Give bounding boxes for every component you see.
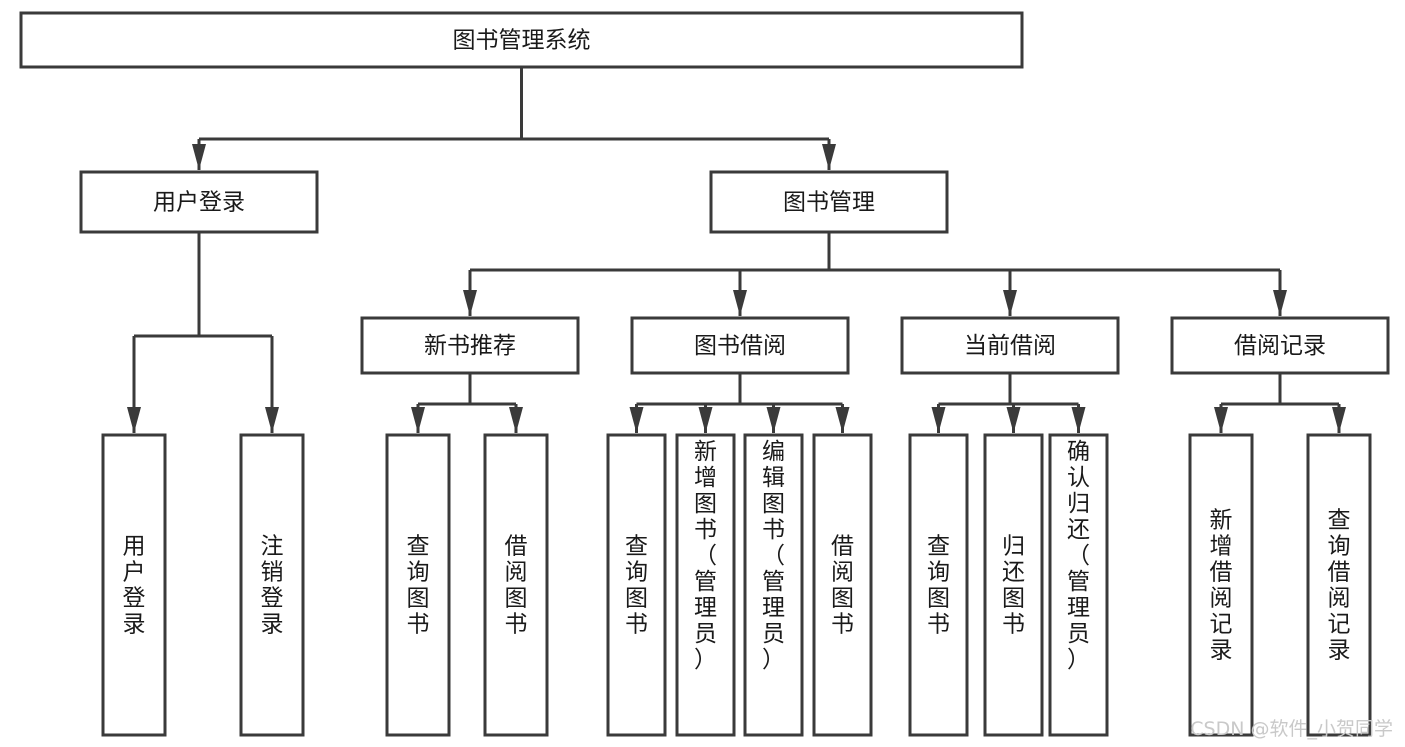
node-new-book-recommend[interactable]: 新书推荐 bbox=[360, 316, 580, 375]
node-leaf-return-books-rect[interactable] bbox=[983, 433, 1044, 737]
arrow-to-leaf-borrow-books-2 bbox=[835, 407, 850, 433]
watermark-text: CSDN @软件_小贺同学 bbox=[1190, 718, 1393, 740]
arrow-to-current-borrow bbox=[1003, 290, 1017, 316]
node-leaf-query-books-3-rect[interactable] bbox=[908, 433, 969, 737]
node-book-borrow-rect[interactable] bbox=[630, 316, 850, 375]
node-leaf-logout[interactable]: 注销登录 bbox=[239, 433, 305, 737]
node-leaf-edit-book-rect[interactable] bbox=[743, 433, 804, 737]
node-leaf-borrow-books-2-label: 借阅图书 bbox=[831, 533, 854, 637]
node-leaf-confirm-return-label: 确认归还（管理员） bbox=[1067, 439, 1090, 673]
node-book-borrow-label: 图书借阅 bbox=[694, 333, 786, 359]
arrow-to-leaf-query-books-1 bbox=[411, 407, 425, 433]
node-borrow-record[interactable]: 借阅记录 bbox=[1170, 316, 1390, 375]
node-leaf-query-books-3[interactable]: 查询图书 bbox=[908, 433, 969, 737]
node-current-borrow-rect[interactable] bbox=[900, 316, 1120, 375]
node-borrow-record-label: 借阅记录 bbox=[1234, 333, 1326, 359]
node-leaf-borrow-books-2[interactable]: 借阅图书 bbox=[812, 433, 873, 737]
node-leaf-add-book-rect[interactable] bbox=[675, 433, 736, 737]
node-leaf-query-books-1[interactable]: 查询图书 bbox=[385, 433, 451, 737]
arrow-to-leaf-add-record bbox=[1214, 407, 1228, 433]
node-leaf-query-books-1-label: 查询图书 bbox=[407, 533, 430, 637]
node-leaf-user-login[interactable]: 用户登录 bbox=[101, 433, 167, 737]
node-user-login-label: 用户登录 bbox=[153, 190, 245, 216]
node-leaf-borrow-books-1-rect[interactable] bbox=[483, 433, 549, 737]
arrow-to-borrow-record bbox=[1273, 290, 1287, 316]
node-book-management-rect[interactable] bbox=[709, 170, 949, 234]
node-new-book-recommend-rect[interactable] bbox=[360, 316, 580, 375]
arrow-to-new-book-recommend bbox=[463, 290, 477, 316]
arrow-to-leaf-query-record bbox=[1332, 407, 1346, 433]
arrow-to-leaf-add-book bbox=[698, 407, 713, 433]
node-leaf-query-books-1-rect[interactable] bbox=[385, 433, 451, 737]
node-leaf-user-login-label: 用户登录 bbox=[123, 533, 146, 637]
node-leaf-borrow-books-1[interactable]: 借阅图书 bbox=[483, 433, 549, 737]
node-root-rect[interactable] bbox=[19, 11, 1024, 69]
node-current-borrow-label: 当前借阅 bbox=[964, 333, 1056, 359]
arrow-to-leaf-return-books bbox=[1006, 407, 1021, 433]
arrow-to-leaf-query-books-3 bbox=[931, 407, 946, 433]
node-leaf-edit-book-label: 编辑图书（管理员） bbox=[762, 439, 785, 673]
node-leaf-query-books-3-label: 查询图书 bbox=[927, 533, 950, 637]
node-leaf-edit-book[interactable]: 编辑图书（管理员） bbox=[743, 433, 804, 737]
node-borrow-record-rect[interactable] bbox=[1170, 316, 1390, 375]
node-book-management-label: 图书管理 bbox=[783, 190, 875, 216]
node-leaf-query-record[interactable]: 查询借阅记录 bbox=[1306, 433, 1372, 737]
node-leaf-query-record-label: 查询借阅记录 bbox=[1328, 507, 1351, 663]
node-new-book-recommend-label: 新书推荐 bbox=[424, 333, 516, 359]
node-leaf-query-books-2-rect[interactable] bbox=[606, 433, 667, 737]
node-leaf-query-books-2[interactable]: 查询图书 bbox=[606, 433, 667, 737]
node-leaf-add-record-rect[interactable] bbox=[1188, 433, 1254, 737]
arrow-to-leaf-query-books-2 bbox=[629, 407, 644, 433]
node-user-login[interactable]: 用户登录 bbox=[79, 170, 319, 234]
arrow-to-leaf-user-login bbox=[127, 407, 141, 433]
node-leaf-borrow-books-1-label: 借阅图书 bbox=[505, 533, 528, 637]
node-leaf-query-books-2-label: 查询图书 bbox=[625, 533, 648, 637]
node-leaf-add-record-label: 新增借阅记录 bbox=[1210, 507, 1233, 663]
arrow-to-leaf-logout bbox=[265, 407, 279, 433]
node-leaf-add-record[interactable]: 新增借阅记录 bbox=[1188, 433, 1254, 737]
arrow-to-leaf-confirm-return bbox=[1071, 407, 1086, 433]
node-book-management[interactable]: 图书管理 bbox=[709, 170, 949, 234]
arrow-to-book-borrow bbox=[733, 290, 747, 316]
node-leaf-user-login-rect[interactable] bbox=[101, 433, 167, 737]
arrow-to-leaf-edit-book bbox=[766, 407, 781, 433]
node-leaf-add-book-label: 新增图书（管理员） bbox=[694, 439, 717, 673]
arrow-to-leaf-borrow-books-1 bbox=[509, 407, 523, 433]
arrow-to-user-login bbox=[192, 144, 206, 170]
node-root-label: 图书管理系统 bbox=[453, 28, 591, 54]
node-leaf-logout-label: 注销登录 bbox=[261, 533, 284, 637]
node-leaf-return-books[interactable]: 归还图书 bbox=[983, 433, 1044, 737]
node-current-borrow[interactable]: 当前借阅 bbox=[900, 316, 1120, 375]
arrow-to-book-management bbox=[822, 144, 836, 170]
node-leaf-borrow-books-2-rect[interactable] bbox=[812, 433, 873, 737]
node-leaf-return-books-label: 归还图书 bbox=[1002, 533, 1025, 637]
node-leaf-logout-rect[interactable] bbox=[239, 433, 305, 737]
node-leaf-confirm-return-rect[interactable] bbox=[1048, 433, 1109, 737]
node-book-borrow[interactable]: 图书借阅 bbox=[630, 316, 850, 375]
node-leaf-confirm-return[interactable]: 确认归还（管理员） bbox=[1048, 433, 1109, 737]
node-leaf-add-book[interactable]: 新增图书（管理员） bbox=[675, 433, 736, 737]
node-root[interactable]: 图书管理系统 bbox=[19, 11, 1024, 69]
node-leaf-query-record-rect[interactable] bbox=[1306, 433, 1372, 737]
